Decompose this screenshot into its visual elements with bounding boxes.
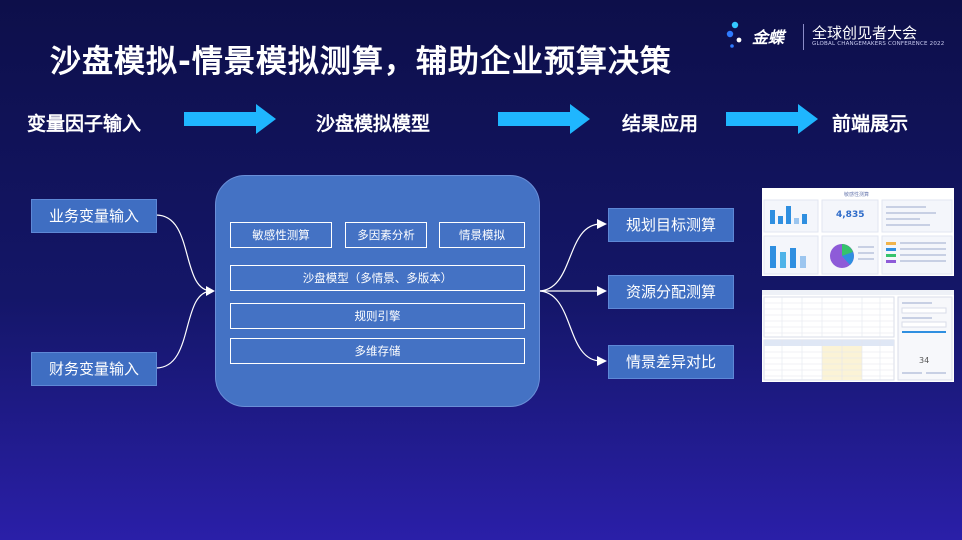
step-variable-input: 变量因子输入 — [27, 113, 142, 135]
logo-conference-en: GLOBAL CHANGEMAKERS CONFERENCE 2022 — [812, 41, 945, 47]
multi-factor-analysis-box: 多因素分析 — [345, 222, 427, 248]
sensitivity-calc-box: 敏感性测算 — [230, 222, 332, 248]
logo-dots-icon — [726, 21, 742, 48]
dashboard-thumbnail-graphics — [763, 199, 953, 275]
business-variable-input-box: 业务变量输入 — [31, 199, 157, 233]
step-result-application: 结果应用 — [622, 113, 699, 135]
slide-title: 沙盘模拟-情景模拟测算，辅助企业预算决策 — [50, 44, 672, 80]
dashboard-screenshot: 敏感性测算 4,835 — [762, 188, 954, 276]
step-arrow-icon — [498, 104, 590, 134]
spreadsheet-kpi-value: 34 — [919, 356, 930, 365]
logo-separator — [803, 24, 804, 50]
planning-target-calc-box: 规划目标测算 — [608, 208, 734, 242]
resource-allocation-calc-box: 资源分配测算 — [608, 275, 734, 309]
step-arrow-icon — [726, 104, 818, 134]
finance-variable-input-box: 财务变量输入 — [31, 352, 157, 386]
rule-engine-box: 规则引擎 — [230, 303, 525, 329]
kingdee-logo: 金蝶 全球创见者大会 GLOBAL CHANGEMAKERS CONFERENC… — [726, 20, 956, 54]
dashboard-title: 敏感性测算 — [844, 192, 870, 198]
dashboard-kpi-value: 4,835 — [836, 210, 865, 220]
step-frontend-display: 前端展示 — [832, 113, 909, 135]
sandbox-model-box: 沙盘模型（多情景、多版本） — [230, 265, 525, 291]
scenario-simulation-box: 情景模拟 — [439, 222, 525, 248]
step-sandbox-model: 沙盘模拟模型 — [316, 113, 431, 135]
logo-conference: 全球创见者大会 — [812, 24, 918, 42]
sandbox-model-panel: 敏感性测算 多因素分析 情景模拟 沙盘模型（多情景、多版本） 规则引擎 多维存储 — [215, 175, 540, 407]
step-arrow-icon — [184, 104, 276, 134]
spreadsheet-screenshot: 34 — [762, 290, 954, 382]
multidimensional-storage-box: 多维存储 — [230, 338, 525, 364]
logo-brand: 金蝶 — [752, 28, 785, 47]
scenario-difference-compare-box: 情景差异对比 — [608, 345, 734, 379]
spreadsheet-thumbnail-graphics — [762, 290, 954, 381]
